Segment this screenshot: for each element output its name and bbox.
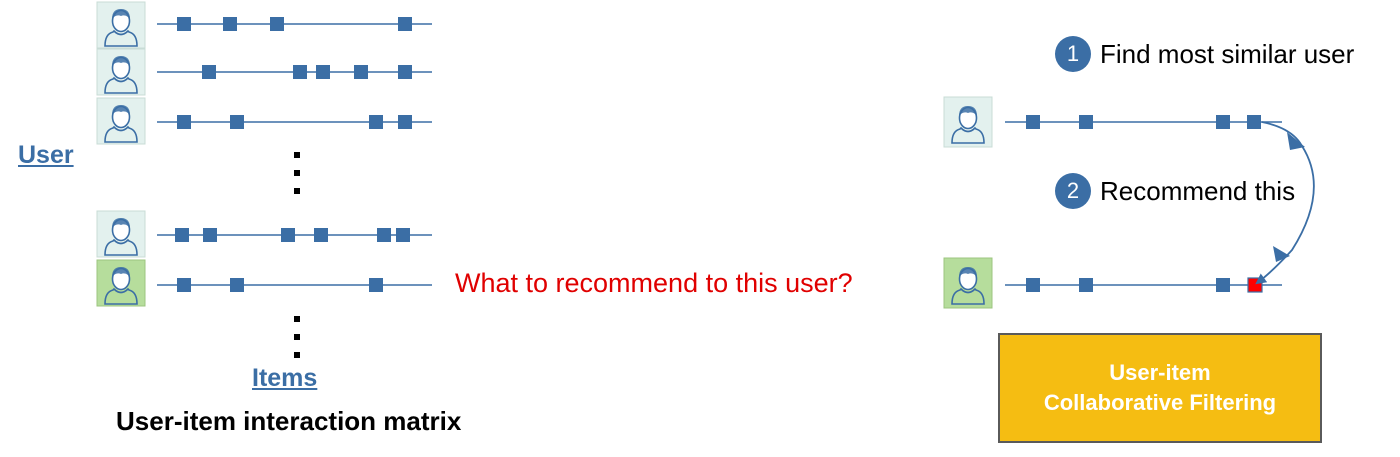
item-square xyxy=(223,17,237,31)
vertical-ellipsis-icon xyxy=(294,316,300,358)
item-square xyxy=(1026,115,1040,129)
item-square xyxy=(203,228,217,242)
item-square xyxy=(314,228,328,242)
item-square xyxy=(1026,278,1040,292)
interaction-row xyxy=(157,115,432,129)
item-square xyxy=(177,115,191,129)
item-square xyxy=(175,228,189,242)
step-number-badge: 2 xyxy=(1055,173,1091,209)
item-square xyxy=(202,65,216,79)
user-avatar-icon xyxy=(943,96,993,148)
item-square xyxy=(396,228,410,242)
interaction-row xyxy=(157,17,432,31)
matrix-caption: User-item interaction matrix xyxy=(116,406,462,436)
item-square xyxy=(369,278,383,292)
interaction-row xyxy=(157,228,432,242)
interaction-row-target xyxy=(157,278,432,292)
item-square xyxy=(1216,278,1230,292)
vertical-ellipsis-icon xyxy=(294,152,300,194)
interaction-row xyxy=(157,65,432,79)
similar-user-row xyxy=(1005,115,1282,129)
arrowhead-icon xyxy=(1287,132,1305,150)
item-square xyxy=(1216,115,1230,129)
user-avatar-icon xyxy=(96,1,146,49)
arrowhead-icon xyxy=(1273,246,1290,262)
item-square xyxy=(177,278,191,292)
user-avatar-icon xyxy=(96,97,146,145)
item-square xyxy=(293,65,307,79)
item-square xyxy=(369,115,383,129)
target-user-avatar-icon xyxy=(943,257,993,309)
item-square xyxy=(354,65,368,79)
step-find-similar: 1 Find most similar user xyxy=(1055,36,1354,72)
item-square xyxy=(230,115,244,129)
method-box-line1: User-item xyxy=(1109,360,1211,385)
item-square xyxy=(377,228,391,242)
user-avatar-icon xyxy=(96,210,146,258)
step-text: Recommend this xyxy=(1100,175,1296,206)
target-user-row xyxy=(1005,277,1282,293)
step-recommend: 2 Recommend this xyxy=(1055,173,1295,209)
item-square xyxy=(398,17,412,31)
item-square xyxy=(177,17,191,31)
item-square xyxy=(1079,278,1093,292)
step-number-badge: 1 xyxy=(1055,36,1091,72)
item-square xyxy=(316,65,330,79)
item-square xyxy=(281,228,295,242)
item-square xyxy=(230,278,244,292)
user-avatar-icon xyxy=(96,48,146,96)
curved-arrow-icon xyxy=(1255,121,1315,285)
method-box: User-item Collaborative Filtering xyxy=(998,333,1322,443)
item-square xyxy=(398,65,412,79)
method-box-line2: Collaborative Filtering xyxy=(1043,390,1277,415)
user-axis-label: User xyxy=(18,141,74,169)
step-text: Find most similar user xyxy=(1100,38,1355,69)
item-square xyxy=(398,115,412,129)
item-square xyxy=(1247,115,1261,129)
item-square xyxy=(270,17,284,31)
item-square xyxy=(1079,115,1093,129)
items-axis-label: Items xyxy=(252,364,318,392)
target-user-avatar-icon xyxy=(96,259,146,307)
question-text: What to recommend to this user? xyxy=(455,268,853,298)
